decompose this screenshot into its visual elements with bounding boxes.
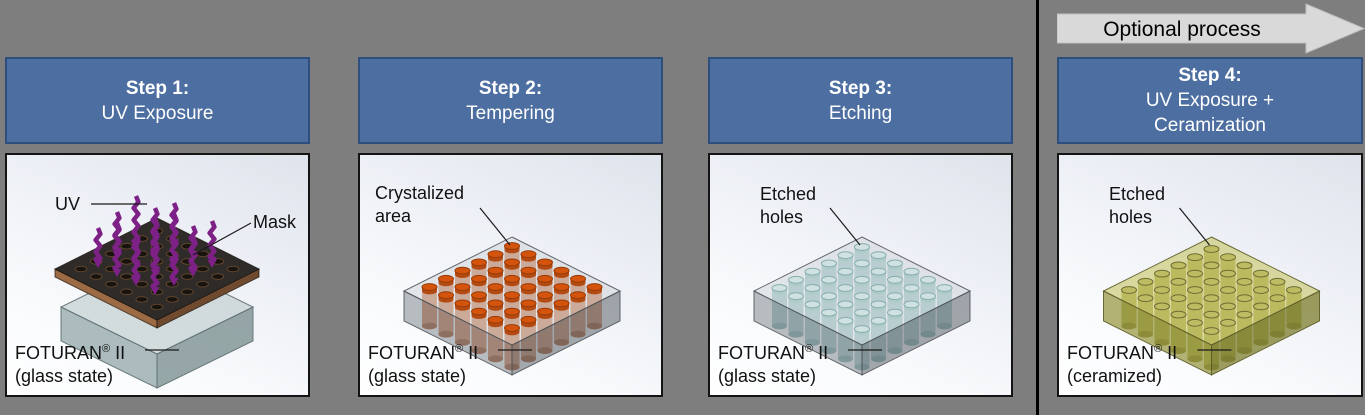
registered-mark: ® xyxy=(805,343,814,355)
step-3-title: Step 3: xyxy=(828,77,893,99)
material-label: FOTURAN® II (glass state) xyxy=(15,338,125,388)
step-3-header: Step 3: Etching xyxy=(708,57,1013,144)
material-name: FOTURAN xyxy=(15,343,102,363)
material-grade: II xyxy=(818,343,829,363)
material-name: FOTURAN xyxy=(718,343,805,363)
material-grade: II xyxy=(468,343,479,363)
step-1-subtitle: UV Exposure xyxy=(101,102,214,124)
uv-exposure-scene xyxy=(53,195,261,389)
uv-label: UV xyxy=(55,194,81,214)
step-4-title: Step 4: xyxy=(1178,65,1242,86)
material-grade: II xyxy=(115,343,126,363)
step-4-header: Step 4: UV Exposure + Ceramization xyxy=(1057,57,1363,144)
step-1-title: Step 1: xyxy=(125,77,190,99)
registered-mark: ® xyxy=(1154,343,1163,355)
optional-process-banner: Optional process xyxy=(1056,2,1365,54)
uv-arrows xyxy=(93,195,217,295)
step-2-header: Step 2: Tempering xyxy=(358,57,663,144)
crystalized-area-label: Crystalized area xyxy=(375,183,465,226)
material-grade: II xyxy=(1167,343,1178,363)
material-label: FOTURAN® II (glass state) xyxy=(718,338,828,388)
step-1-header: Step 1: UV Exposure xyxy=(5,57,310,144)
cylinder-tops xyxy=(771,243,953,336)
step-4-illustration: Etched holes FOTURAN® II (ceramized) xyxy=(1057,153,1363,397)
etched-holes-label: Etched holes xyxy=(760,184,817,227)
cylinder-tops xyxy=(421,242,603,336)
etched-holes-label: Etched holes xyxy=(1109,184,1166,227)
material-state-label: (ceramized) xyxy=(1067,366,1163,386)
material-state-label: (glass state) xyxy=(15,366,114,386)
wafer-slab xyxy=(1102,236,1321,376)
tempering-scene xyxy=(402,207,622,376)
material-state-label: (glass state) xyxy=(718,366,817,386)
material-name: FOTURAN xyxy=(368,343,455,363)
ceramization-scene xyxy=(1102,207,1321,376)
optional-process-divider xyxy=(1036,0,1039,415)
step-3-subtitle: Etching xyxy=(828,102,893,124)
step-2-title: Step 2: xyxy=(478,77,543,99)
wafer-slab xyxy=(402,236,622,376)
feature-leader-line xyxy=(1179,207,1210,246)
material-label: FOTURAN® II (glass state) xyxy=(368,338,478,388)
material-state-label: (glass state) xyxy=(368,366,467,386)
cylinder-tops xyxy=(1121,245,1302,335)
material-name: FOTURAN xyxy=(1067,343,1154,363)
step-3-illustration: Etched holes FOTURAN® II (glass state) xyxy=(708,153,1013,397)
step-2-subtitle: Tempering xyxy=(466,102,555,124)
step-4-subtitle-line2: Ceramization xyxy=(1154,115,1266,136)
feature-leader-line xyxy=(829,207,861,246)
optional-process-label: Optional process xyxy=(1103,18,1261,41)
wafer-slab xyxy=(752,236,972,376)
step-2-illustration: Crystalized area FOTURAN® II (glass stat… xyxy=(358,153,663,397)
right-arrow-icon xyxy=(1056,3,1365,54)
registered-mark: ® xyxy=(455,343,464,355)
mask-leader-line xyxy=(192,222,252,256)
mask-label: Mask xyxy=(253,212,297,232)
step-1-illustration: UV Mask FOTURAN® II (glass state) xyxy=(5,153,310,397)
registered-mark: ® xyxy=(102,343,111,355)
etching-scene xyxy=(752,207,972,376)
feature-leader-line xyxy=(479,207,511,246)
material-label: FOTURAN® II (ceramized) xyxy=(1067,338,1177,388)
step-4-subtitle-line1: UV Exposure + xyxy=(1145,90,1275,111)
